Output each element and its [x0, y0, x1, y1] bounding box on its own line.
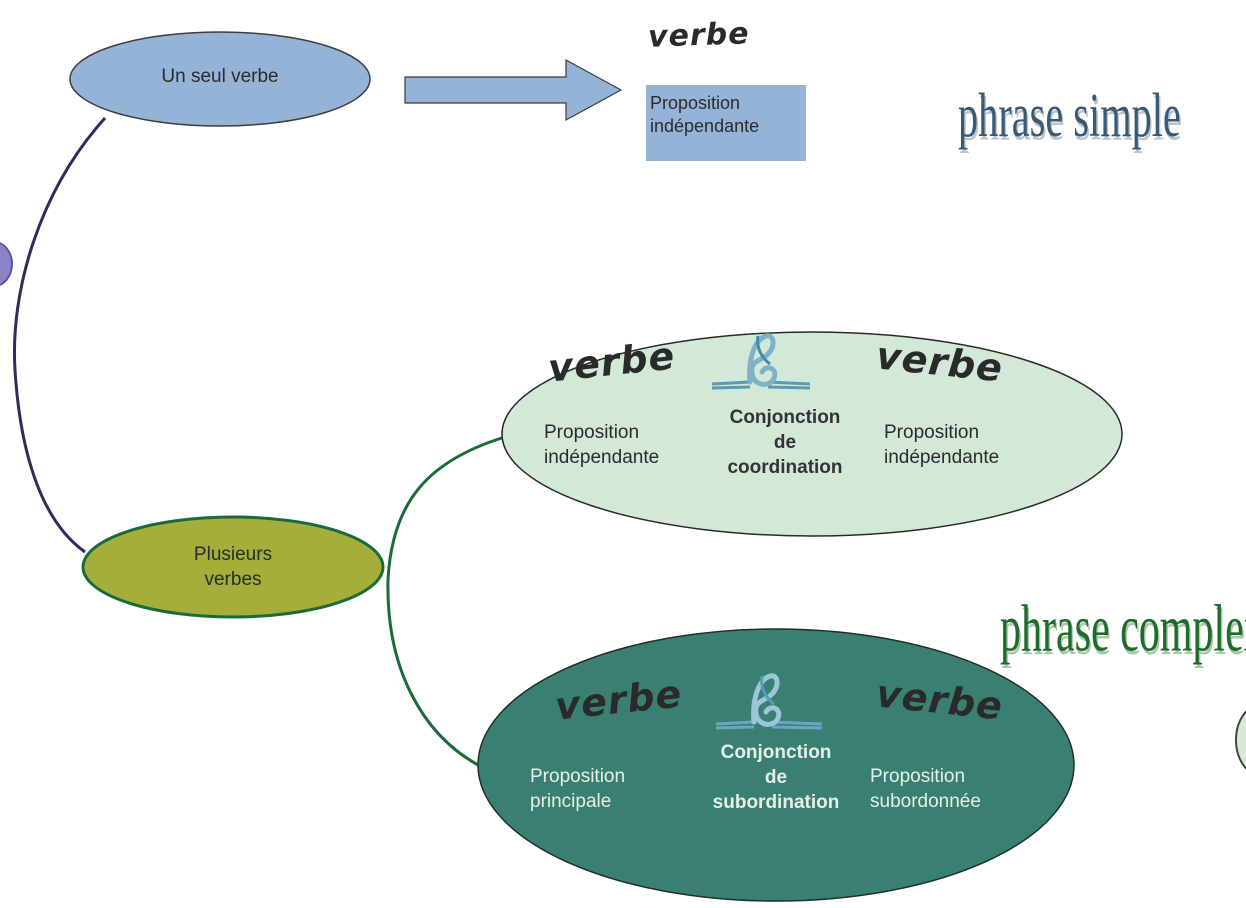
sub-mid-line3: subordination — [712, 792, 840, 813]
coord-left-line2: indépendante — [544, 447, 660, 468]
sub-mid-line1: Conjonction — [720, 742, 832, 763]
right-edge-circle — [1235, 710, 1246, 770]
ellipse-coordination — [501, 331, 1123, 537]
ellipse-subordination — [477, 628, 1075, 902]
knot-icon — [711, 333, 811, 390]
coord-mid-line3: coordination — [727, 457, 843, 478]
subordination-right-label: Proposition subordonnée — [870, 764, 981, 814]
node-plusieurs-verbes — [81, 515, 385, 619]
coordination-right-label: Proposition indépendante — [884, 420, 999, 470]
node-un-seul-verbe — [69, 31, 371, 127]
node-un-seul-verbe-label: Un seul verbe — [161, 66, 279, 87]
sub-left-line1: Proposition — [530, 766, 626, 787]
sub-right-line1: Proposition — [870, 766, 966, 787]
subordination-left-label: Proposition principale — [530, 764, 625, 814]
proposition-label-line1: Proposition — [650, 93, 741, 113]
proposition-box — [646, 85, 806, 161]
proposition-label-line2: indépendante — [650, 116, 760, 136]
left-edge-circle — [0, 242, 13, 286]
connector-seul-to-plusieurs — [12, 116, 107, 554]
coord-left-line1: Proposition — [544, 422, 640, 443]
coord-mid-line1: Conjonction — [729, 407, 841, 428]
coordination-middle-label: Conjonction de coordination — [700, 405, 870, 480]
coord-right-line2: indépendante — [884, 447, 1000, 468]
phrase-complexe-title: phrase complexe — [1000, 591, 1246, 666]
sub-mid-line2: de — [764, 767, 788, 788]
arrow-right — [404, 58, 623, 122]
sub-left-line2: principale — [530, 791, 612, 812]
sub-right-line2: subordonnée — [870, 791, 981, 812]
node-plusieurs-verbes-label: Plusieurs verbes — [83, 542, 383, 592]
connector-plusieurs-to-coordination — [386, 435, 506, 581]
plusieurs-line1: Plusieurs — [193, 544, 273, 565]
knot-icon — [715, 673, 823, 730]
proposition-label: Proposition indépendante — [650, 92, 759, 138]
coordination-left-label: Proposition indépendante — [544, 420, 659, 470]
coord-mid-line2: de — [773, 432, 797, 453]
connector-plusieurs-to-subordination — [386, 579, 493, 774]
subordination-middle-label: Conjonction de subordination — [688, 740, 864, 815]
coord-right-line1: Proposition — [884, 422, 980, 443]
verbe-label: verbe — [647, 16, 751, 55]
plusieurs-line2: verbes — [204, 569, 262, 590]
phrase-simple-title: phrase simple — [958, 81, 1181, 151]
